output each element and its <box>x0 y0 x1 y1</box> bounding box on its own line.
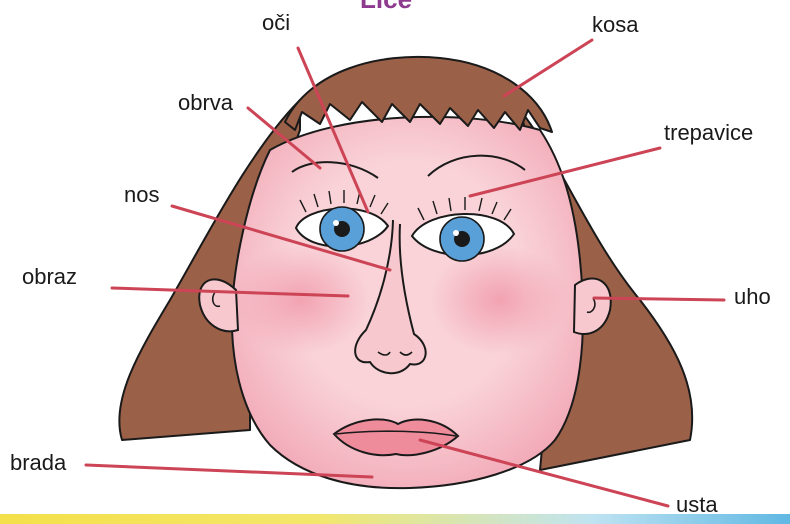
label-oci: oči <box>262 12 290 34</box>
label-usta: usta <box>676 494 718 516</box>
leader-line-uho <box>594 298 724 300</box>
bottom-color-band <box>0 514 790 524</box>
cheek-blush-right <box>430 245 570 355</box>
leader-line-kosa <box>504 40 592 96</box>
label-trepavice: trepavice <box>664 122 753 144</box>
label-nos: nos <box>124 184 159 206</box>
label-obraz: obraz <box>22 266 77 288</box>
label-obrva: obrva <box>178 92 233 114</box>
label-kosa: kosa <box>592 14 638 36</box>
label-brada: brada <box>10 452 66 474</box>
cheek-blush-left <box>230 245 370 355</box>
diagram-title: Lice <box>360 0 412 12</box>
label-uho: uho <box>734 286 771 308</box>
